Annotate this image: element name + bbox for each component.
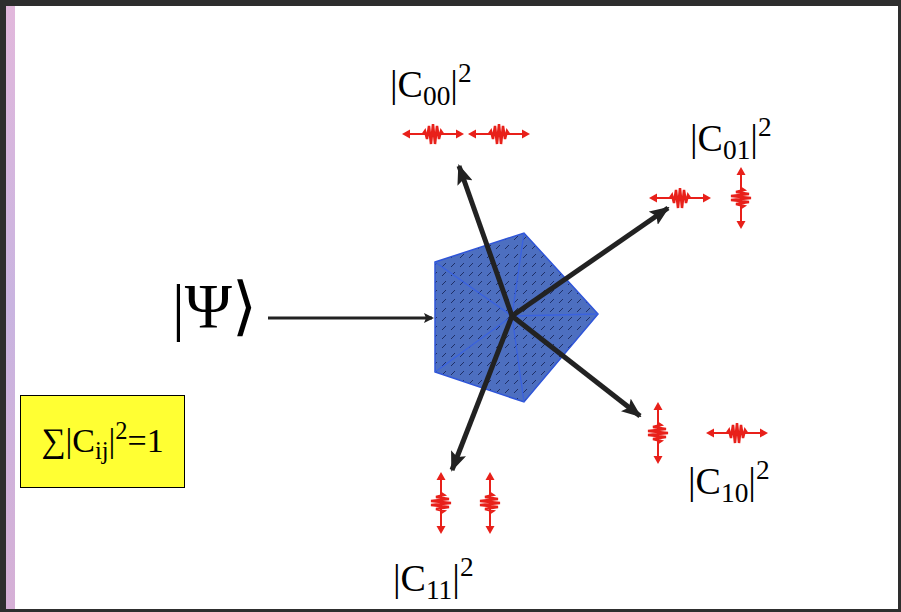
probability-label: |C11|2 <box>393 552 474 605</box>
probability-label: |C00|2 <box>390 58 472 111</box>
output-arrows <box>452 166 668 470</box>
probability-label: |C01|2 <box>690 112 772 165</box>
probability-label: |C10|2 <box>688 455 770 508</box>
input-arrow <box>268 317 432 320</box>
state-label: |Ψ⟩ <box>172 272 257 342</box>
side-strip <box>6 6 15 609</box>
sum-box: ∑|Cij|2=1 <box>20 395 185 488</box>
ground <box>6 6 898 609</box>
normalization-text: ∑|Cij|2=1 <box>41 418 164 465</box>
